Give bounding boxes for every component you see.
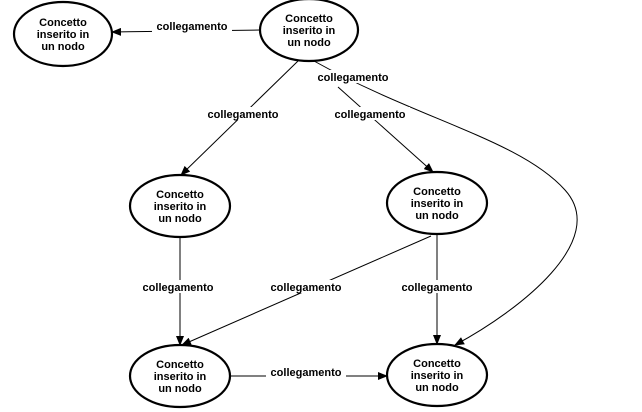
edge-label-background xyxy=(266,365,346,378)
concept-node-text: un nodo xyxy=(158,213,202,225)
concept-node-text: inserito in xyxy=(411,198,464,210)
concept-node-ellipse xyxy=(258,0,360,63)
concept-node-ellipse xyxy=(128,343,232,409)
concept-node-text: Concetto xyxy=(39,17,87,29)
edge-label-background xyxy=(397,280,477,293)
edge-label: collegamento xyxy=(143,282,214,294)
edge-label: collegamento xyxy=(402,282,473,294)
concept-node-text: inserito in xyxy=(283,25,336,37)
concept-node-text: Concetto xyxy=(413,186,461,198)
concept-node-text: un nodo xyxy=(158,383,202,395)
edge-label-background xyxy=(313,70,393,83)
edge-label-background xyxy=(138,280,218,293)
concept-node-ellipse xyxy=(385,170,489,236)
concept-node-text: inserito in xyxy=(154,371,207,383)
edge-labels-layer: collegamento collegamento collegamento coll… xyxy=(138,19,477,379)
concept-node-text: Concetto xyxy=(156,189,204,201)
edge-label-background xyxy=(152,19,232,32)
edge-label-background xyxy=(266,280,346,293)
concept-node-ellipse xyxy=(12,0,114,68)
connector-arrow xyxy=(313,60,578,346)
concept-node-text: inserito in xyxy=(154,201,207,213)
edge-label: collegamento xyxy=(208,109,279,121)
concept-node-text: un nodo xyxy=(41,41,85,53)
concept-node-text: un nodo xyxy=(415,382,459,394)
concept-node-text: Concetto xyxy=(156,359,204,371)
edge-label: collegamento xyxy=(271,282,342,294)
concept-node-text: inserito in xyxy=(411,370,464,382)
concept-node-text: Concetto xyxy=(413,358,461,370)
edge-label: collegamento xyxy=(335,109,406,121)
concept-node-text: inserito in xyxy=(37,29,90,41)
concept-node-text: un nodo xyxy=(415,210,459,222)
concept-node-ellipse xyxy=(128,173,232,239)
edge-label: collegamento xyxy=(157,21,228,33)
concept-node-text: Concetto xyxy=(285,13,333,25)
edge-label-background xyxy=(330,107,410,120)
edge-label: collegamento xyxy=(318,72,389,84)
concept-node-ellipse xyxy=(385,342,489,408)
connector-arrow xyxy=(337,86,434,173)
edge-label-background xyxy=(203,107,283,120)
edge-label: collegamento xyxy=(271,367,342,379)
concept-node-text: un nodo xyxy=(287,37,331,49)
